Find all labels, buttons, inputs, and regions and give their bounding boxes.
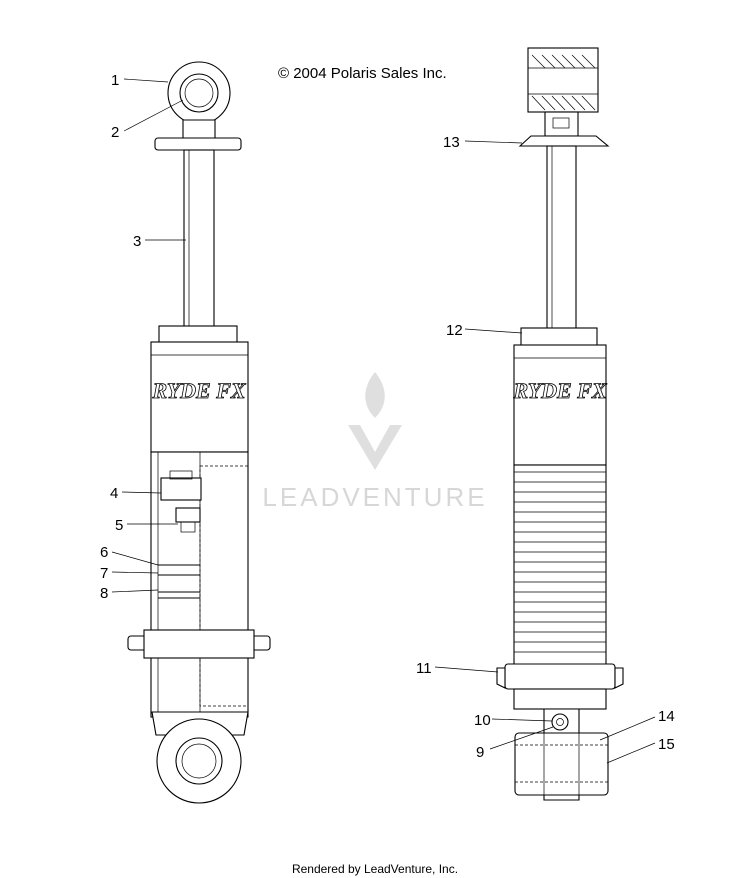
callout-3[interactable]: 3 xyxy=(133,233,141,250)
right-shock-body[interactable] xyxy=(513,344,607,466)
callout-10[interactable]: 10 xyxy=(474,712,491,729)
left-shock-body[interactable] xyxy=(150,341,249,453)
left-body-cap[interactable] xyxy=(158,325,238,345)
right-shock-assembly: RYDE FX xyxy=(496,47,624,801)
leadventure-watermark: LEADVENTURE xyxy=(262,372,487,512)
callout-2[interactable]: 2 xyxy=(111,124,119,141)
callouts: 1 2 3 4 5 6 7 8 9 10 11 12 13 14 15 xyxy=(100,72,675,761)
flame-logo-icon xyxy=(348,372,402,470)
callout-6[interactable]: 6 xyxy=(100,544,108,561)
callout-1[interactable]: 1 xyxy=(111,72,119,89)
right-body-logo: RYDE FX xyxy=(512,378,607,403)
left-shock-assembly: RYDE FX xyxy=(127,61,271,804)
right-shaft[interactable] xyxy=(546,145,577,330)
callout-7[interactable]: 7 xyxy=(100,565,108,582)
callout-13[interactable]: 13 xyxy=(443,134,460,151)
left-valve-5[interactable] xyxy=(175,507,201,523)
copyright-text: © 2004 Polaris Sales Inc. xyxy=(278,65,447,82)
right-bellows[interactable] xyxy=(513,464,607,666)
left-shaft[interactable] xyxy=(183,149,215,329)
right-bushing-15[interactable] xyxy=(514,732,609,796)
right-fitting-10[interactable] xyxy=(551,713,569,731)
callout-14[interactable]: 14 xyxy=(658,708,675,725)
left-bottom-eyelet[interactable] xyxy=(156,718,242,804)
bellows-ribs xyxy=(514,471,606,653)
callout-4[interactable]: 4 xyxy=(110,485,118,502)
right-washer-13[interactable] xyxy=(518,135,610,147)
right-top-bushing[interactable] xyxy=(527,47,599,113)
watermark-text: LEADVENTURE xyxy=(262,482,487,512)
leader-lines xyxy=(111,78,656,764)
left-piston-4[interactable] xyxy=(160,477,202,501)
callout-5[interactable]: 5 xyxy=(115,517,123,534)
callout-12[interactable]: 12 xyxy=(446,322,463,339)
callout-9[interactable]: 9 xyxy=(476,744,484,761)
callout-15[interactable]: 15 xyxy=(658,736,675,753)
left-top-eyelet[interactable] xyxy=(167,61,231,125)
right-cap-12[interactable] xyxy=(520,327,598,347)
callout-11[interactable]: 11 xyxy=(416,660,432,677)
callout-8[interactable]: 8 xyxy=(100,585,108,602)
left-body-logo: RYDE FX xyxy=(151,378,246,403)
footer-text: Rendered by LeadVenture, Inc. xyxy=(292,862,458,876)
right-adjuster-11[interactable] xyxy=(504,663,616,690)
left-rod-flange[interactable] xyxy=(154,137,242,151)
